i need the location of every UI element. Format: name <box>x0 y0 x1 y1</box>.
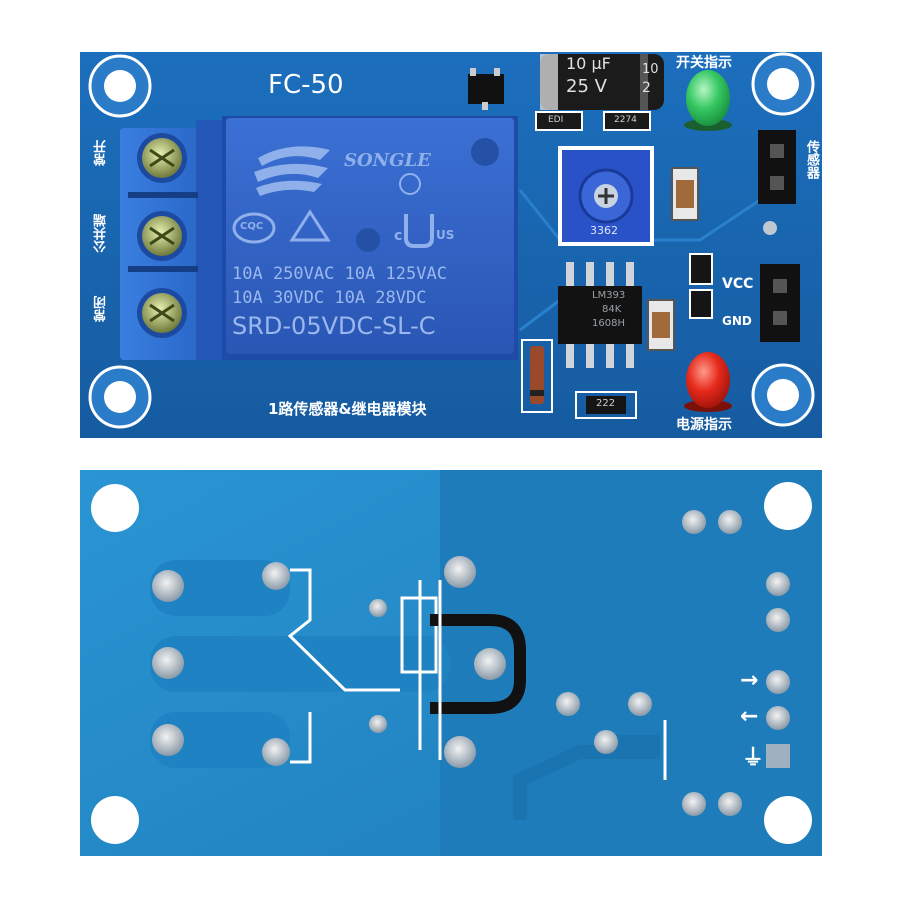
model-label: FC-50 <box>268 70 344 100</box>
relay-cert-cqc: CQC <box>240 221 264 232</box>
smd-marking-1: EDI <box>548 115 564 125</box>
relay-rating-dc: 10A 30VDC 10A 28VDC <box>232 288 427 308</box>
screw <box>137 211 187 261</box>
switch-indicator-label: 开关指示 <box>676 55 732 71</box>
solder-pad <box>262 562 290 590</box>
power-pin-header <box>760 264 800 342</box>
mounting-hole <box>764 796 812 844</box>
smd-resistor-222 <box>575 391 637 419</box>
solder-pad <box>556 692 580 716</box>
solder-pad <box>152 647 184 679</box>
screw <box>137 288 187 338</box>
capacitor-voltage-edge: 2 <box>642 80 651 96</box>
solder-pad <box>594 730 618 754</box>
solder-pad <box>262 738 290 766</box>
diode <box>521 339 553 413</box>
solder-pad <box>369 599 387 617</box>
solder-pad <box>766 706 790 730</box>
mounting-hole <box>91 484 139 532</box>
smd-capacitor <box>647 299 675 351</box>
solder-pad <box>444 556 476 588</box>
sensor-header-label: 传感器 <box>804 140 819 179</box>
solder-pad <box>152 570 184 602</box>
solder-pad <box>718 510 742 534</box>
mounting-hole <box>88 54 152 118</box>
solder-pad <box>766 670 790 694</box>
smd-resistor <box>603 111 651 131</box>
mounting-hole <box>764 482 812 530</box>
mounting-hole <box>751 363 815 427</box>
relay-brand: SONGLE <box>344 150 431 171</box>
sensor-pin-header <box>758 130 796 204</box>
relay-rating-ac: 10A 250VAC 10A 125VAC <box>232 264 447 284</box>
ground-symbol: ⏚ <box>742 746 765 771</box>
ic-marking-2: 84K <box>602 304 622 315</box>
capacitor-value: 10 μF <box>566 54 611 73</box>
solder-pad <box>152 724 184 756</box>
relay-cert-c: c <box>394 228 403 244</box>
solder-pad <box>444 736 476 768</box>
module-description-label: 1路传感器&继电器模块 <box>268 400 427 418</box>
solder-pad <box>474 648 506 680</box>
arrow-in-symbol: → <box>740 668 759 693</box>
screw <box>137 133 187 183</box>
mounting-hole <box>88 365 152 429</box>
resistor-code: 222 <box>596 398 616 409</box>
solder-pad <box>628 692 652 716</box>
terminal-label-nc: 常闭 <box>94 296 109 322</box>
vcc-label: VCC <box>722 276 754 292</box>
smd-capacitor <box>671 167 699 221</box>
potentiometer <box>558 146 654 246</box>
arrow-out-symbol: ← <box>740 704 759 729</box>
terminal-label-com: 公共端 <box>94 214 109 253</box>
solder-pad <box>369 715 387 733</box>
ic-marking-3: 1608H <box>592 318 625 329</box>
smd-resistor <box>535 111 583 131</box>
smd-resistor <box>689 253 713 285</box>
capacitor-value-edge: 10 <box>642 62 659 77</box>
terminal-label-no: 常开 <box>94 140 109 166</box>
mounting-hole <box>91 796 139 844</box>
screw-terminal-block <box>120 120 230 360</box>
gnd-label: GND <box>722 314 752 328</box>
smd-marking-2: 2274 <box>614 115 637 125</box>
power-indicator-label: 电源指示 <box>676 417 732 433</box>
relay-cert-us: US <box>436 228 455 242</box>
capacitor-voltage: 25 V <box>566 76 607 97</box>
solder-pad <box>682 792 706 816</box>
power-indicator-led <box>684 352 732 412</box>
solder-pad <box>766 608 790 632</box>
smd-transistor <box>468 68 504 110</box>
potentiometer-code: 3362 <box>590 224 618 237</box>
smd-resistor <box>689 289 713 319</box>
comparator-ic <box>558 262 642 368</box>
solder-pad-square <box>766 744 790 768</box>
solder-pad <box>682 510 706 534</box>
mounting-hole <box>751 52 815 116</box>
solder-pad <box>718 792 742 816</box>
relay <box>222 116 518 360</box>
relay-model: SRD-05VDC-SL-C <box>232 312 436 340</box>
electrolytic-capacitor <box>540 54 664 110</box>
switch-indicator-led <box>684 70 732 131</box>
solder-pad <box>766 572 790 596</box>
ic-marking-1: LM393 <box>592 290 626 301</box>
